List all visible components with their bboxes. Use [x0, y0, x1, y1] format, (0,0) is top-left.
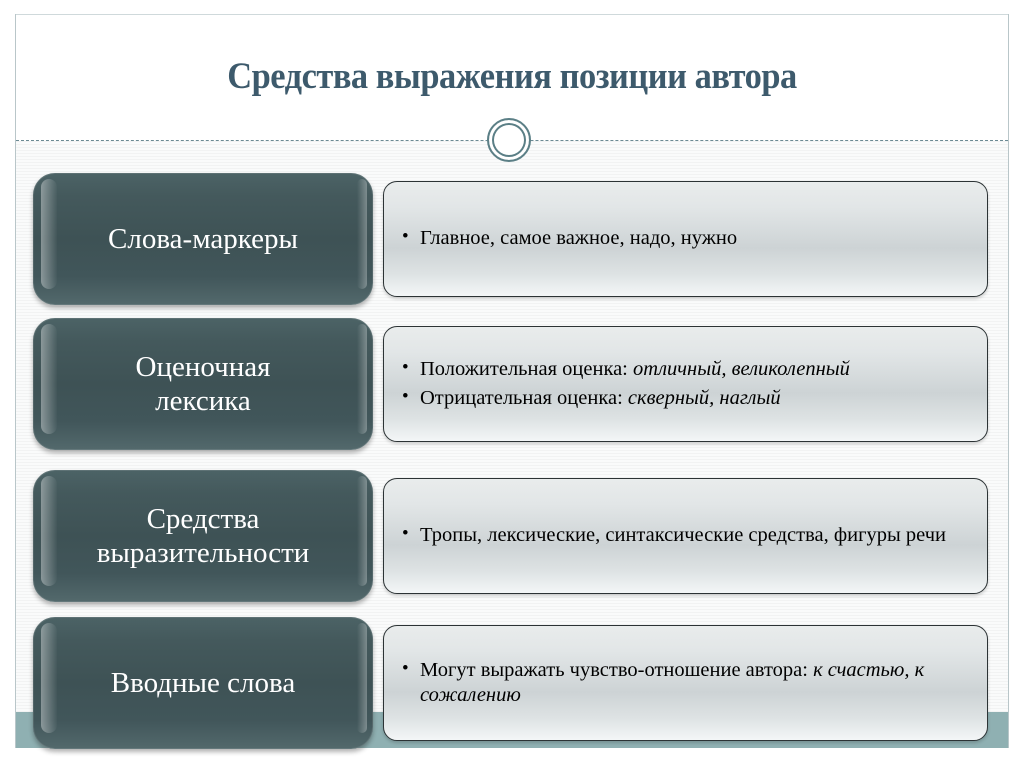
row-content-box-0[interactable]: Главное, самое важное, надо, нужно — [383, 181, 988, 297]
list-item: Главное, самое важное, надо, нужно — [400, 225, 973, 251]
row-label-box-0[interactable]: Слова-маркеры — [33, 173, 373, 305]
list-item: Положительная оценка: отличный, великоле… — [400, 356, 973, 382]
row-label-text: Вводные слова — [110, 666, 296, 699]
row-label-text: Средства выразительности — [96, 502, 310, 569]
table-row: Слова-маркеры Главное, самое важное, над… — [0, 173, 1024, 305]
table-row: Вводные слова Могут выражать чувство-отн… — [0, 617, 1024, 749]
slide-border-left — [15, 14, 16, 748]
list-item: Отрицательная оценка: скверный, наглый — [400, 384, 973, 411]
row-label-text: Оценочная лексика — [135, 350, 271, 417]
bullet-list: Положительная оценка: отличный, великоле… — [400, 356, 973, 411]
table-row: Средства выразительности Тропы, лексичес… — [0, 470, 1024, 602]
bullet-list: Могут выражать чувство-отношение автора:… — [400, 657, 973, 709]
slide-border-top — [15, 14, 1009, 15]
row-content-box-2[interactable]: Тропы, лексические, синтаксические средс… — [383, 478, 988, 594]
row-label-text: Слова-маркеры — [108, 222, 298, 255]
page-title: Средства выражения позиции автора — [227, 56, 797, 97]
row-label-box-3[interactable]: Вводные слова — [33, 617, 373, 749]
row-content-box-1[interactable]: Положительная оценка: отличный, великоле… — [383, 326, 988, 442]
bullet-list: Тропы, лексические, синтаксические средс… — [400, 522, 973, 548]
list-item: Тропы, лексические, синтаксические средс… — [400, 522, 973, 548]
row-label-box-2[interactable]: Средства выразительности — [33, 470, 373, 602]
table-row: Оценочная лексика Положительная оценка: … — [0, 318, 1024, 450]
bullet-list: Главное, самое важное, надо, нужно — [400, 225, 973, 251]
circle-ornament-icon — [487, 118, 531, 162]
row-content-box-3[interactable]: Могут выражать чувство-отношение автора:… — [383, 625, 988, 741]
row-label-box-1[interactable]: Оценочная лексика — [33, 318, 373, 450]
slide-border-right — [1008, 14, 1009, 748]
list-item: Могут выражать чувство-отношение автора:… — [400, 657, 973, 709]
